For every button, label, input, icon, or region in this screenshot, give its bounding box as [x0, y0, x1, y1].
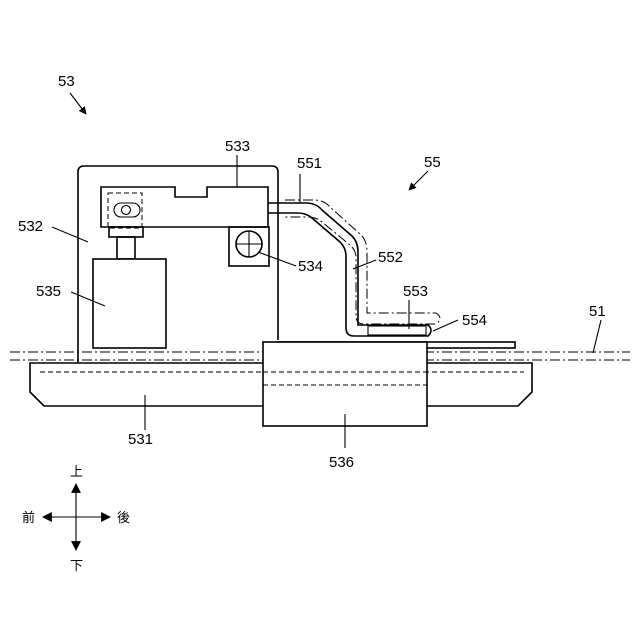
label-51: 51	[589, 303, 606, 320]
motor-535	[93, 259, 166, 348]
label-535: 535	[36, 283, 61, 300]
slot-pin-icon	[122, 206, 131, 215]
direction-down: 下	[70, 559, 83, 574]
label-532: 532	[18, 218, 43, 235]
label-536: 536	[329, 454, 354, 471]
label-551: 551	[297, 155, 322, 172]
label-533: 533	[225, 138, 250, 155]
label-534: 534	[298, 258, 323, 275]
shaft	[117, 237, 135, 259]
arm-552	[268, 203, 431, 336]
pad-553	[368, 326, 426, 335]
slot-outline	[108, 193, 142, 228]
label-55: 55	[424, 154, 441, 171]
direction-indicator: 上 下 前 後	[22, 465, 130, 574]
direction-back: 後	[117, 511, 130, 526]
label-53: 53	[58, 73, 75, 90]
label-531: 531	[128, 431, 153, 448]
label-554: 554	[462, 312, 487, 329]
label-553: 553	[403, 283, 428, 300]
direction-front: 前	[22, 510, 35, 526]
bracket-536	[263, 342, 427, 426]
label-552: 552	[378, 249, 403, 266]
direction-up: 上	[70, 465, 83, 480]
